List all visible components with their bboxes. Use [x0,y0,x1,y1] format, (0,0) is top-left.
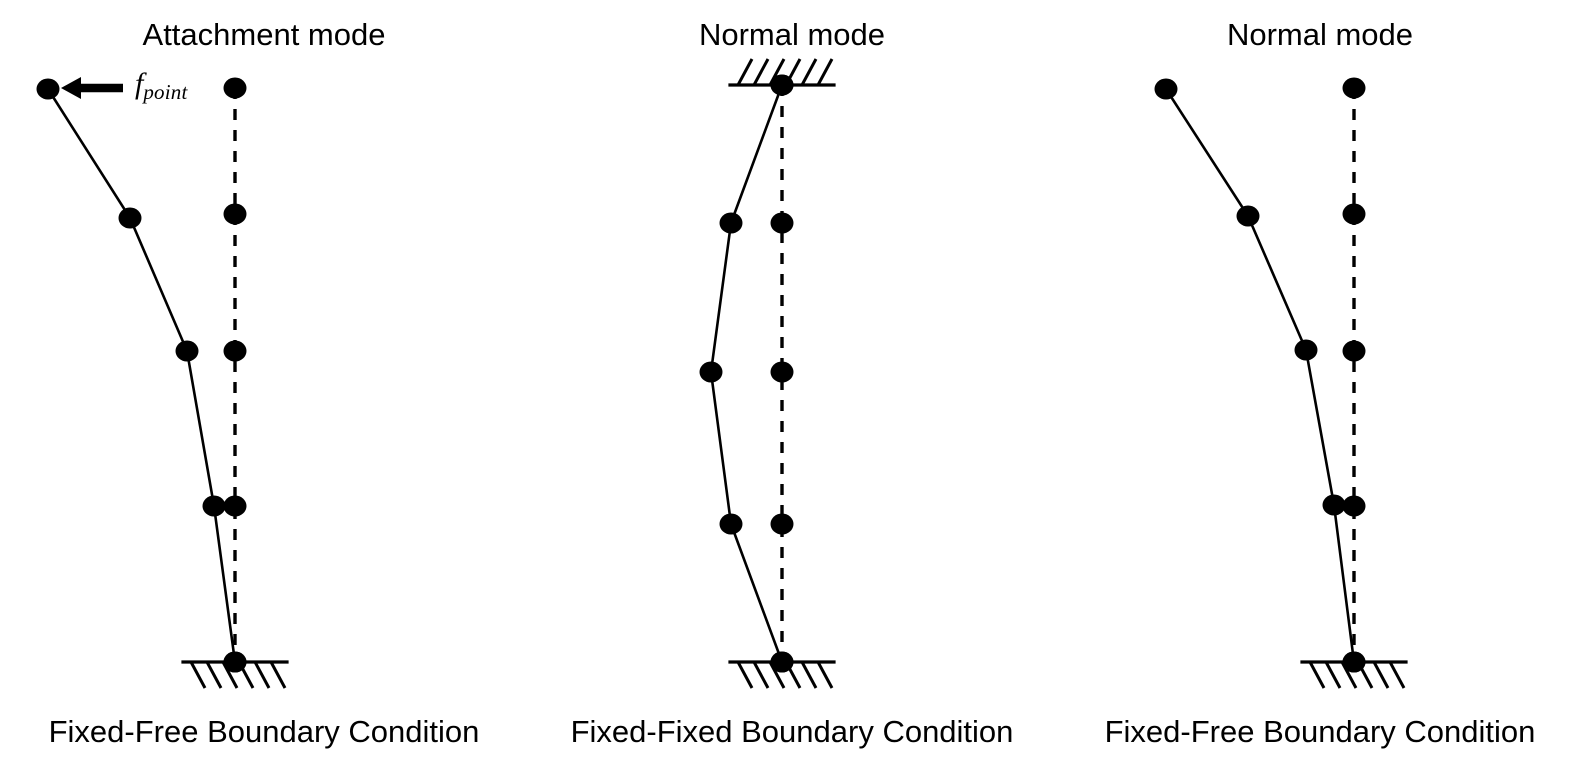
ground-hatch [800,661,818,689]
panel-diagram [699,58,836,689]
deformed-node [699,361,723,383]
reference-node [223,495,247,517]
panel-attachment-mode: Attachment mode fpoint Fixed-Free Bounda… [0,0,528,759]
deformed-node [1236,205,1260,227]
deformed-shape-line [46,87,237,664]
reference-node [1342,495,1366,517]
reference-node [770,361,794,383]
ground-hatch [736,58,754,86]
force-subscript: point [143,79,188,104]
reference-node [223,77,247,99]
deformed-node [118,207,142,229]
force-arrow-head [61,77,81,99]
force-arrow [61,77,123,99]
panel-caption: Fixed-Fixed Boundary Condition [570,714,1014,749]
panel-diagram [1154,77,1408,689]
force-point-label: fpoint [135,67,188,105]
panel-caption: Fixed-Free Boundary Condition [1104,714,1536,749]
deformed-node [719,513,743,535]
ground-hatch [205,661,223,689]
deformed-node [770,74,794,96]
reference-node [770,513,794,535]
deformed-node [1154,78,1178,100]
deformed-node [719,212,743,234]
ground-hatch [189,661,207,689]
deformed-node [202,495,226,517]
deformed-node [223,651,247,673]
ground-hatch [1388,661,1406,689]
reference-node [1342,203,1366,225]
ground-hatch [752,58,770,86]
panel-diagram [36,77,289,689]
reference-node [223,340,247,362]
ground-hatch [752,661,770,689]
deformed-node [1342,651,1366,673]
ground-hatch [269,661,287,689]
ground-hatch [253,661,271,689]
deformed-node [36,78,60,100]
panel-normal-mode-fixed-fixed: Normal mode Fixed-Fixed Boundary Conditi… [528,0,1056,759]
ground-hatch [816,58,834,86]
ground-hatch [800,58,818,86]
deformed-node [1322,494,1346,516]
ground-hatch [736,661,754,689]
reference-node [1342,77,1366,99]
panel-normal-mode-fixed-free: Normal mode Fixed-Free Boundary Conditio… [1056,0,1584,759]
force-symbol: f [135,67,144,100]
deformed-node [770,651,794,673]
reference-node [1342,340,1366,362]
ground-hatch [1324,661,1342,689]
panel-title: Normal mode [1226,17,1414,52]
deformed-node [1294,339,1318,361]
ground-hatch [816,661,834,689]
panel-title: Attachment mode [142,17,386,52]
deformed-shape-line [1164,87,1356,664]
reference-node [770,212,794,234]
ground-hatch [1372,661,1390,689]
panel-title: Normal mode [698,17,886,52]
panel-caption: Fixed-Free Boundary Condition [48,714,480,749]
reference-node [223,203,247,225]
deformed-node [175,340,199,362]
ground-hatch [1308,661,1326,689]
